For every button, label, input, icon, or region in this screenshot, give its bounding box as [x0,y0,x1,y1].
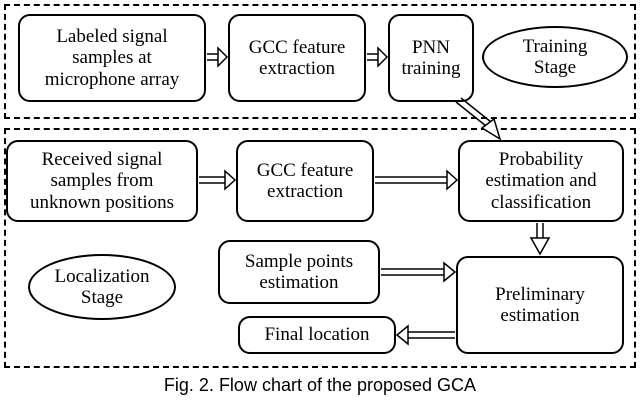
preliminary-estimation-box: Preliminary estimation [456,256,624,354]
arrow-pnn-to-probability [455,97,502,141]
final-location-box: Final location [238,316,396,354]
training-stage-label: Training Stage [482,26,628,88]
arrow-preliminary-to-final [395,324,455,346]
gcc-feature-extraction-training-box: GCC feature extraction [228,14,366,102]
training-stage-frame [4,4,636,119]
localization-stage-label: Localization Stage [28,254,176,320]
arrow-sample-points-to-preliminary [381,261,457,283]
gcc-feature-extraction-localization-box: GCC feature extraction [236,140,374,222]
labeled-signal-samples-box: Labeled signal samples at microphone arr… [18,14,206,102]
sample-points-estimation-box: Sample points estimation [218,240,380,304]
probability-estimation-box: Probability estimation and classificatio… [458,140,624,222]
received-signal-samples-box: Received signal samples from unknown pos… [6,140,198,222]
arrow-gcc-to-probability [375,169,459,191]
figure-caption: Fig. 2. Flow chart of the proposed GCA [163,375,477,395]
arrow-probability-to-preliminary [529,223,551,256]
arrow-gcc-to-pnn [367,46,389,68]
arrow-received-to-gcc [199,169,237,191]
localization-stage-frame [4,128,636,368]
arrow-labeled-to-gcc [207,46,229,68]
pnn-training-box: PNN training [388,14,474,102]
